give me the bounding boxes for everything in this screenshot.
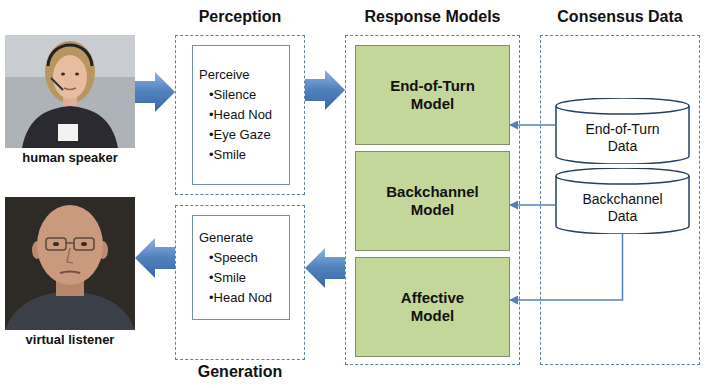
connector-arrow [510,204,555,206]
photo-background [5,197,135,330]
photo-caption: virtual listener [5,332,135,348]
glasses [74,238,94,250]
process-box: Perceive•Silence•Head Nod•Eye Gaze•Smile [192,45,290,185]
list-item: •Head Nod [199,105,283,125]
dashed-region: Perceive•Silence•Head Nod•Eye Gaze•Smile… [175,35,305,195]
dashed-region: End-of-Turn DataBackchannel DataConsensu… [540,35,700,365]
block-arrow [135,238,175,278]
list-item: •Smile [199,145,283,165]
dashed-region: Generate•Speech•Smile•Head NodGeneration [175,205,305,360]
mouth [64,88,76,90]
photo-frame: human speaker [5,35,135,148]
database-cylinder: End-of-Turn Data [555,98,690,164]
eye [81,242,87,246]
listener-photo [5,197,135,330]
speaker-photo [5,35,135,148]
head [37,205,103,285]
cylinder-body [556,98,689,164]
headset [48,45,92,66]
column-heading: Consensus Data [541,8,699,26]
column-heading: Response Models [346,8,519,26]
data-label: Backchannel Data [573,191,673,225]
list-item: •Smile [199,268,283,288]
model-box: Affective Model [355,257,510,357]
cylinder-rim [556,106,689,114]
model-label: Affective Model [380,289,485,325]
list-item: •Silence [199,85,283,105]
eye [75,73,79,76]
block-arrow [305,70,345,110]
glasses-bridge [66,242,74,244]
nose [67,248,73,263]
model-label: Backchannel Model [380,183,485,219]
photo-caption: human speaker [5,150,135,166]
hair [45,41,95,103]
connector-arrow [510,124,555,126]
face [53,55,87,99]
eye [61,73,65,76]
list-item: Generate [199,228,283,248]
database-cylinder: Backchannel Data [555,168,690,234]
shoulders [5,291,135,330]
list-item: Perceive [199,65,283,85]
connector-arrow [510,234,623,300]
model-label: End-of-Turn Model [380,77,485,113]
photo-frame: virtual listener [5,197,135,330]
column-heading: Generation [176,363,304,381]
model-box: Backchannel Model [355,151,510,251]
list-item: •Eye Gaze [199,125,283,145]
model-box: End-of-Turn Model [355,45,510,145]
block-arrow [305,248,345,288]
cylinder-rim [556,176,689,184]
block-arrow [135,72,175,112]
list-item: •Head Nod [199,288,283,308]
microphone [51,78,63,90]
column-heading: Perception [176,8,304,26]
process-box: Generate•Speech•Smile•Head Nod [192,215,290,320]
body [22,106,118,148]
data-label: End-of-Turn Data [573,121,673,155]
dashed-region: End-of-Turn ModelBackchannel ModelAffect… [345,35,520,365]
badge [58,124,78,141]
eye [53,242,59,246]
cylinder-body [556,168,689,234]
glasses [46,238,66,250]
photo-background [5,35,135,148]
mouth [60,272,80,274]
list-item: •Speech [199,248,283,268]
